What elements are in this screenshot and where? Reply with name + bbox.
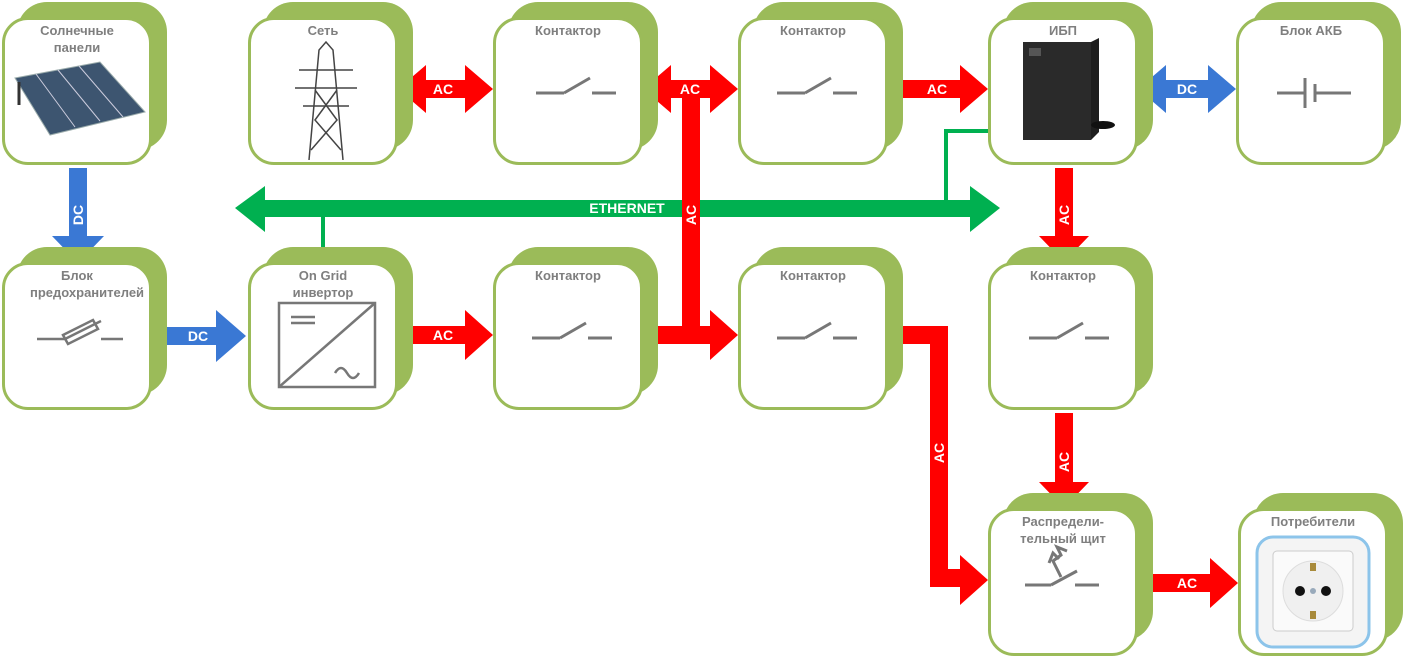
node-title: Блок АКБ	[1279, 23, 1343, 38]
node-ups[interactable]: ИБП	[988, 2, 1153, 167]
ac-label: AC	[1056, 205, 1072, 225]
dc-label: DC	[188, 328, 208, 344]
node-title: Контактор	[535, 23, 601, 38]
node-consumers[interactable]: Потребители	[1238, 493, 1403, 658]
node-title: On Grid инвертор	[292, 268, 354, 300]
circuit-breaker-icon	[1025, 544, 1099, 587]
ac-label: AC	[931, 443, 947, 463]
dc-label: DC	[70, 205, 86, 225]
inverter-icon	[277, 301, 377, 389]
node-distribution-board[interactable]: Распредели-тельный щит	[988, 493, 1153, 658]
ac-label: AC	[1177, 575, 1197, 591]
dc-arrow-fuse-inverter	[152, 310, 246, 362]
node-title: Контактор	[780, 268, 846, 283]
node-title: Блок предохранителей	[30, 268, 145, 300]
ac-arrow-contactor-ups	[888, 65, 988, 113]
node-title: ИБП	[1048, 23, 1078, 38]
node-title: Контактор	[535, 268, 601, 283]
ac-vertical-bus	[682, 98, 700, 344]
node-contactor-ups-in[interactable]: Контактор	[738, 2, 903, 167]
node-title: Контактор	[780, 23, 846, 38]
ac-arrow-distribution-consumers	[1138, 558, 1238, 608]
ethernet-bus: ETHERNET	[235, 129, 1000, 262]
node-contactor-ups-out[interactable]: Контактор	[988, 247, 1153, 412]
power-pylon-icon	[295, 40, 357, 160]
node-contactor-inverter[interactable]: Контактор	[493, 247, 658, 412]
ac-label: AC	[1056, 452, 1072, 472]
dc-label: DC	[1177, 81, 1197, 97]
dc-arrow-ups-battery	[1138, 65, 1236, 113]
ac-label: AC	[927, 81, 947, 97]
node-grid[interactable]: Сеть	[248, 2, 413, 167]
switch-icon	[777, 321, 857, 340]
ac-label: AC	[433, 327, 453, 343]
power-socket-icon	[1255, 535, 1371, 649]
node-fuse-block[interactable]: Блок предохранителей	[2, 247, 167, 412]
node-title: Солнечные панели	[40, 23, 114, 55]
fuse-icon	[37, 318, 123, 346]
dc-arrow-solar-fuse	[52, 168, 104, 263]
solar-panel-icon	[14, 61, 146, 136]
switch-icon	[536, 76, 616, 95]
ac-label: AC	[683, 205, 699, 225]
ac-arrow-contactor-distribution	[1039, 413, 1089, 508]
ac-arrow-ups-contactor	[1039, 168, 1089, 262]
node-inverter[interactable]: On Grid инвертор	[248, 247, 413, 412]
ac-label: AC	[680, 81, 700, 97]
node-contactor-mid[interactable]: Контактор	[738, 247, 903, 412]
ac-arrow-inverter-contactor	[398, 310, 493, 360]
ac-label: AC	[433, 81, 453, 97]
ac-arrow-contactor-contactor	[643, 65, 738, 113]
node-contactor-grid[interactable]: Контактор	[493, 2, 658, 167]
node-title: Контактор	[1030, 268, 1096, 283]
node-battery[interactable]: Блок АКБ	[1236, 2, 1401, 167]
battery-icon	[1277, 78, 1351, 108]
node-title: Сеть	[307, 23, 339, 38]
switch-icon	[532, 321, 612, 340]
switch-icon	[1029, 321, 1109, 340]
ac-arrow-contactor-mid	[643, 310, 738, 360]
ups-device-icon	[1023, 38, 1115, 140]
node-title: Распредели-тельный щит	[1020, 514, 1106, 546]
ethernet-label: ETHERNET	[589, 200, 665, 216]
node-solar-panels[interactable]: Солнечные панели	[2, 2, 167, 167]
node-title: Потребители	[1270, 514, 1356, 529]
switch-icon	[777, 76, 857, 95]
ac-arrow-grid-contactor	[398, 65, 493, 113]
ac-arrow-mid-distribution	[888, 326, 988, 605]
